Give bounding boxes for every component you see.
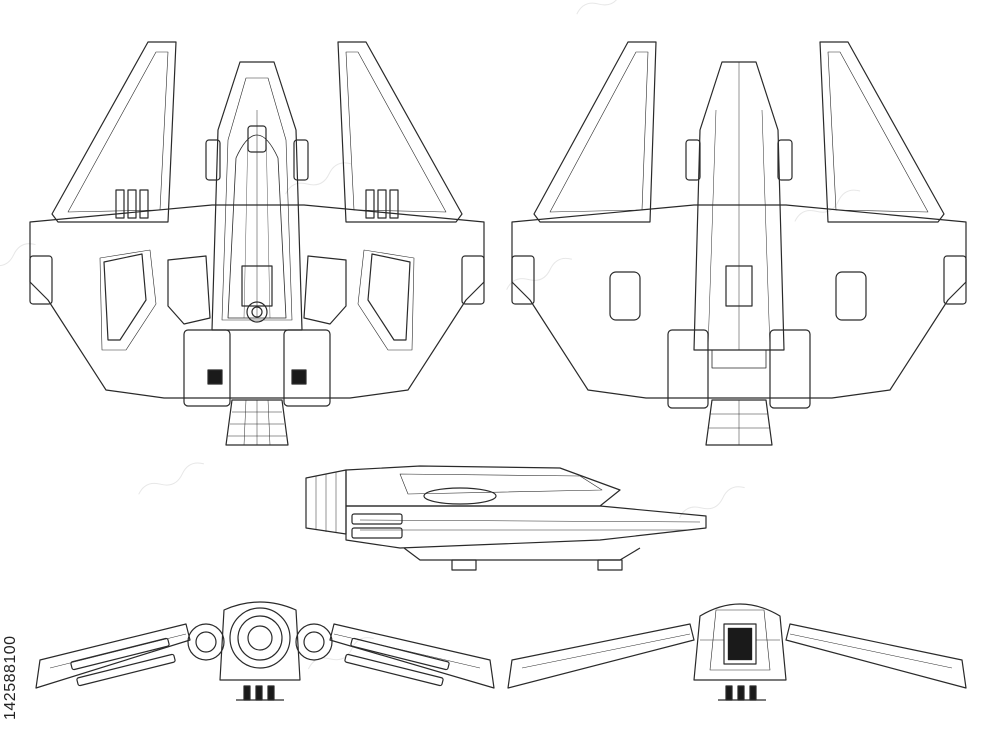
spaceship-front-view [507,603,967,701]
spaceship-top-view [29,41,485,446]
spaceship-bottom-view [511,41,967,446]
spaceship-rear-view [35,601,495,701]
stock-image-id: 142588100 [2,635,19,720]
spaceship-side-view [305,465,707,571]
watermark-pattern [0,0,861,670]
